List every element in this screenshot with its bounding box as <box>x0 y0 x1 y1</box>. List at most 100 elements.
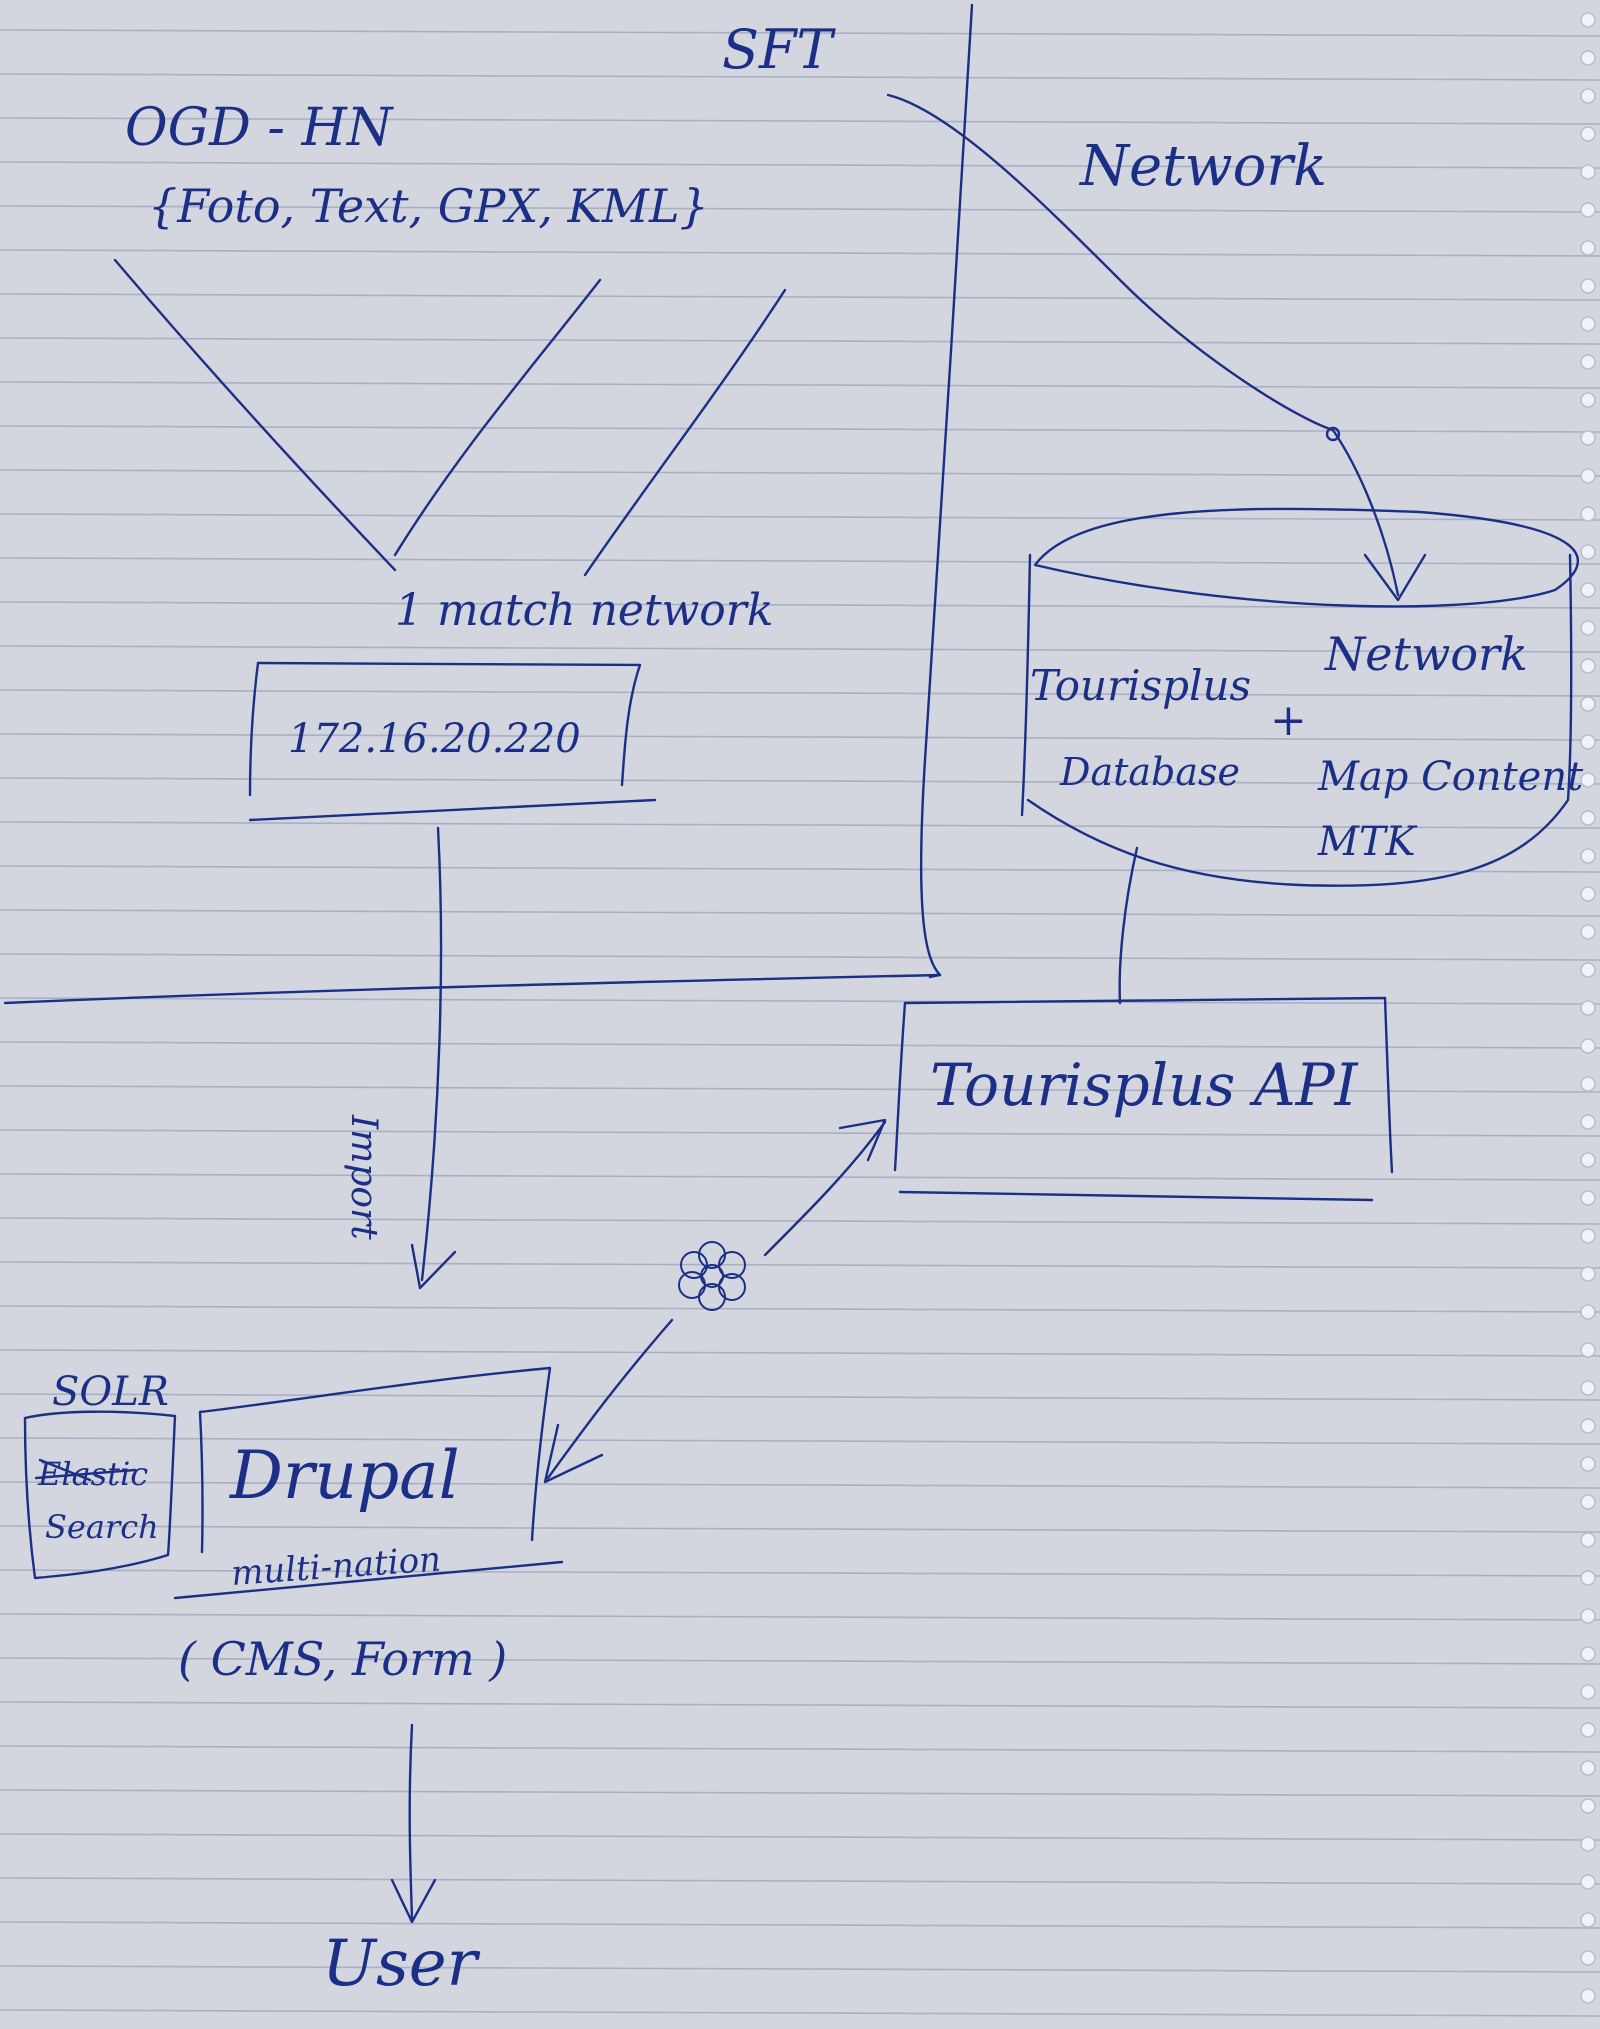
ruled-line <box>0 1745 1600 1753</box>
binding-hole <box>1580 1304 1596 1320</box>
ruled-line <box>0 29 1600 37</box>
binding-hole <box>1580 1076 1596 1092</box>
ruled-line <box>0 1393 1600 1401</box>
ruled-line <box>0 1877 1600 1885</box>
ruled-line <box>0 1173 1600 1181</box>
ruled-line <box>0 689 1600 697</box>
binding-hole <box>1580 1988 1596 2004</box>
binding-hole <box>1580 1494 1596 1510</box>
binding-hole <box>1580 430 1596 446</box>
binding-hole <box>1580 126 1596 142</box>
ruled-line <box>0 1569 1600 1577</box>
db-tourisplus: Tourisplus <box>1030 661 1251 710</box>
ip-address: 172.16.20.220 <box>288 716 581 762</box>
drupal-to-user-arrow <box>408 1723 414 1920</box>
db-database: Database <box>1059 750 1240 794</box>
network-top-label: Network <box>1078 134 1327 199</box>
binding-hole <box>1580 1798 1596 1814</box>
binding-hole <box>1580 772 1596 788</box>
binding-hole <box>1580 1342 1596 1358</box>
binding-hole <box>1580 1760 1596 1776</box>
ruled-line <box>0 953 1600 961</box>
binding-hole <box>1580 88 1596 104</box>
binding-hole <box>1580 240 1596 256</box>
funnel-line-right <box>583 288 787 577</box>
match-network-label: 1 match network <box>395 585 774 636</box>
ruled-line <box>0 1701 1600 1709</box>
ruled-line <box>0 1349 1600 1357</box>
horizontal-divider <box>3 973 942 1005</box>
import-arrow-head <box>410 1243 457 1290</box>
ruled-line <box>0 293 1600 301</box>
binding-hole <box>1580 392 1596 408</box>
db-api-connector <box>1118 846 1139 1005</box>
ruled-line <box>0 1525 1600 1533</box>
binding-hole <box>1580 658 1596 674</box>
network-arrow-head <box>1363 553 1427 602</box>
db-network: Network <box>1324 627 1528 681</box>
binding-hole <box>1580 354 1596 370</box>
ruled-line <box>0 1965 1600 1973</box>
ruled-line <box>0 645 1600 653</box>
multi-nation-label: multi-nation <box>230 1539 442 1594</box>
binding-hole <box>1580 202 1596 218</box>
ruled-lines <box>0 29 1600 2017</box>
ruled-line <box>0 117 1600 125</box>
user-label: User <box>322 1927 481 2001</box>
ruled-line <box>0 1129 1600 1137</box>
vertical-divider <box>919 3 974 979</box>
api-box: Tourisplus API <box>893 996 1394 1202</box>
drupal-box: Drupal multi-nation <box>173 1366 564 1600</box>
import-label: Import <box>343 1114 384 1240</box>
binding-hole <box>1580 1000 1596 1016</box>
binding-hole <box>1580 1228 1596 1244</box>
ruled-line <box>0 777 1600 785</box>
binding-hole <box>1580 886 1596 902</box>
formats-label: {Foto, Text, GPX, KML} <box>148 179 709 233</box>
binding-hole <box>1580 1684 1596 1700</box>
ruled-line <box>0 381 1600 389</box>
ruled-line <box>0 1437 1600 1445</box>
cluster-to-drupal-arrow <box>546 1318 674 1480</box>
database-cylinder: Tourisplus Database + Network Map Conten… <box>1020 507 1584 887</box>
ruled-line <box>0 733 1600 741</box>
binding-hole <box>1580 810 1596 826</box>
spiral-binding <box>1580 12 1596 2004</box>
ruled-line <box>0 1085 1600 1093</box>
binding-hole <box>1580 278 1596 294</box>
binding-hole <box>1580 506 1596 522</box>
funnel-line-middle <box>393 278 602 557</box>
ruled-line <box>0 557 1600 565</box>
binding-hole <box>1580 848 1596 864</box>
binding-hole <box>1580 164 1596 180</box>
solr-label: SOLR <box>52 1369 169 1415</box>
binding-hole <box>1580 696 1596 712</box>
ruled-line <box>0 73 1600 81</box>
ruled-line <box>0 249 1600 257</box>
drupal-to-user-arrow-head <box>390 1878 437 1924</box>
binding-hole <box>1580 1266 1596 1282</box>
binding-hole <box>1580 1114 1596 1130</box>
binding-hole <box>1580 316 1596 332</box>
ruled-line <box>0 821 1600 829</box>
ruled-line <box>0 1789 1600 1797</box>
binding-hole <box>1580 1380 1596 1396</box>
db-mtk: MTK <box>1317 819 1418 865</box>
ruled-line <box>0 469 1600 477</box>
binding-hole <box>1580 1950 1596 1966</box>
db-map-content: Map Content <box>1317 754 1584 800</box>
binding-hole <box>1580 620 1596 636</box>
ruled-line <box>0 2009 1600 2017</box>
db-plus: + <box>1270 695 1307 746</box>
binding-hole <box>1580 582 1596 598</box>
binding-hole <box>1580 1418 1596 1434</box>
binding-hole <box>1580 1874 1596 1890</box>
binding-hole <box>1580 1190 1596 1206</box>
cluster-icon <box>678 1241 746 1311</box>
network-arrow-node <box>1325 426 1341 442</box>
binding-hole <box>1580 1646 1596 1662</box>
sft-label: SFT <box>722 18 836 81</box>
ruled-line <box>0 513 1600 521</box>
ruled-line <box>0 425 1600 433</box>
binding-hole <box>1580 468 1596 484</box>
